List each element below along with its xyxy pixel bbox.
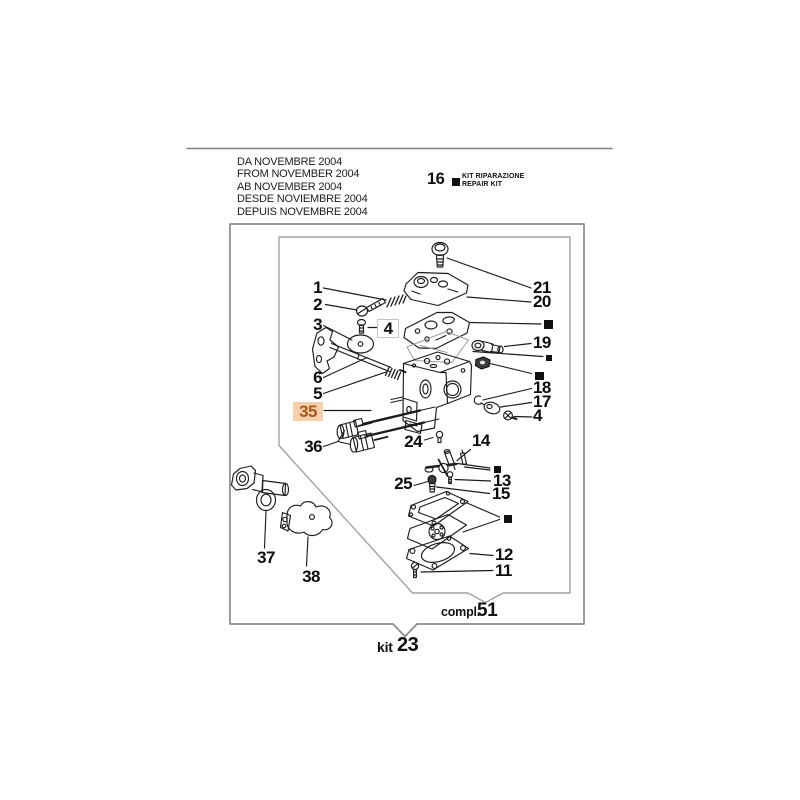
part-nut (474, 356, 491, 370)
part-spring-5 (384, 366, 402, 381)
part-screw-2 (355, 297, 387, 317)
part-valve-37 (230, 465, 290, 512)
part-fitting-19 (471, 339, 504, 354)
part-shaft (329, 342, 392, 373)
part-clip-18 (473, 395, 486, 406)
callout-part-24: 24 (404, 432, 422, 451)
validity-line-it: DA NOVEMBRE 2004 (237, 156, 343, 168)
part-plate-38 (279, 501, 333, 537)
callout-part-35-highlighted: 35 (293, 402, 323, 421)
callout-part-36: 36 (304, 437, 322, 456)
kit-label: kit (377, 639, 393, 655)
part-screw-4-top (356, 318, 367, 334)
part-needles-35 (352, 406, 440, 440)
part-lever-6 (311, 326, 340, 375)
part-fulcrum-lever (424, 458, 458, 477)
callout-part-5: 5 (313, 384, 322, 403)
legend-kit-number: 16 (427, 170, 445, 188)
kit-number: 23 (397, 634, 419, 656)
repair-kit-marker-icon (503, 514, 512, 523)
part-plug-17 (483, 401, 501, 415)
part-screw-13 (446, 471, 454, 485)
repair-kit-marker-icon (452, 177, 460, 186)
callout-part-4-top: 4 (377, 319, 399, 338)
callout-part-37: 37 (257, 548, 275, 567)
part-screw-4-right (503, 410, 518, 421)
callout-part-38: 38 (302, 567, 320, 586)
part-spring-1 (386, 294, 407, 308)
part-screw-24 (435, 430, 444, 444)
part-metering-gasket (407, 490, 469, 527)
part-cover-12 (405, 535, 470, 571)
callout-part-6: 6 (313, 368, 322, 387)
part-gasket-top (403, 311, 471, 350)
callout-part-12: 12 (495, 545, 513, 564)
repair-kit-marker-icon (544, 320, 553, 329)
part-disc-3 (346, 334, 375, 354)
validity-line-de: AB NOVEMBER 2004 (237, 180, 343, 193)
callout-part-15: 15 (492, 484, 510, 503)
callout-part-14: 14 (472, 431, 490, 450)
part-screw-21 (431, 241, 449, 268)
part-pump-cover-20 (403, 271, 469, 307)
callout-part-18: 18 (533, 378, 551, 397)
callout-part-11: 11 (495, 561, 512, 580)
repair-kit-marker-icon (493, 465, 501, 473)
callout-part-21: 21 (533, 278, 551, 297)
callout-part-19: 19 (533, 333, 551, 352)
validity-note: DA NOVEMBRE 2004 FROM NOVEMBER 2004 AB N… (237, 156, 368, 218)
repair-kit-marker-icon (535, 371, 544, 380)
part-cylinders-36 (336, 420, 389, 453)
part-valve-25 (427, 474, 437, 493)
callout-part-2: 2 (313, 295, 322, 314)
validity-line-es: DESDE NOVIEMBRE 2004 (237, 193, 368, 206)
repair-kit-marker-icon (545, 354, 552, 361)
inner-frame (278, 236, 571, 604)
callout-part-17: 17 (533, 392, 551, 411)
validity-line-fr: DEPUIS NOVEMBRE 2004 (237, 205, 368, 218)
compl-number: 51 (477, 600, 498, 621)
callout-part-3: 3 (313, 315, 322, 334)
legend-label-it: KIT RIPARAZIONE (462, 173, 525, 180)
callout-part-13: 13 (493, 471, 511, 490)
compl-label: compl. (441, 605, 481, 619)
legend-label-en: REPAIR KIT (462, 181, 503, 188)
callout-part-4-right: 4 (533, 406, 542, 425)
outer-frame (229, 223, 585, 638)
part-diaphragm-ghost (406, 331, 469, 363)
part-screw-11 (410, 561, 420, 579)
validity-line-en: FROM NOVEMBER 2004 (237, 168, 360, 181)
callout-part-20: 20 (533, 292, 551, 311)
callout-part-25: 25 (394, 474, 412, 493)
callout-part-1: 1 (313, 278, 322, 297)
